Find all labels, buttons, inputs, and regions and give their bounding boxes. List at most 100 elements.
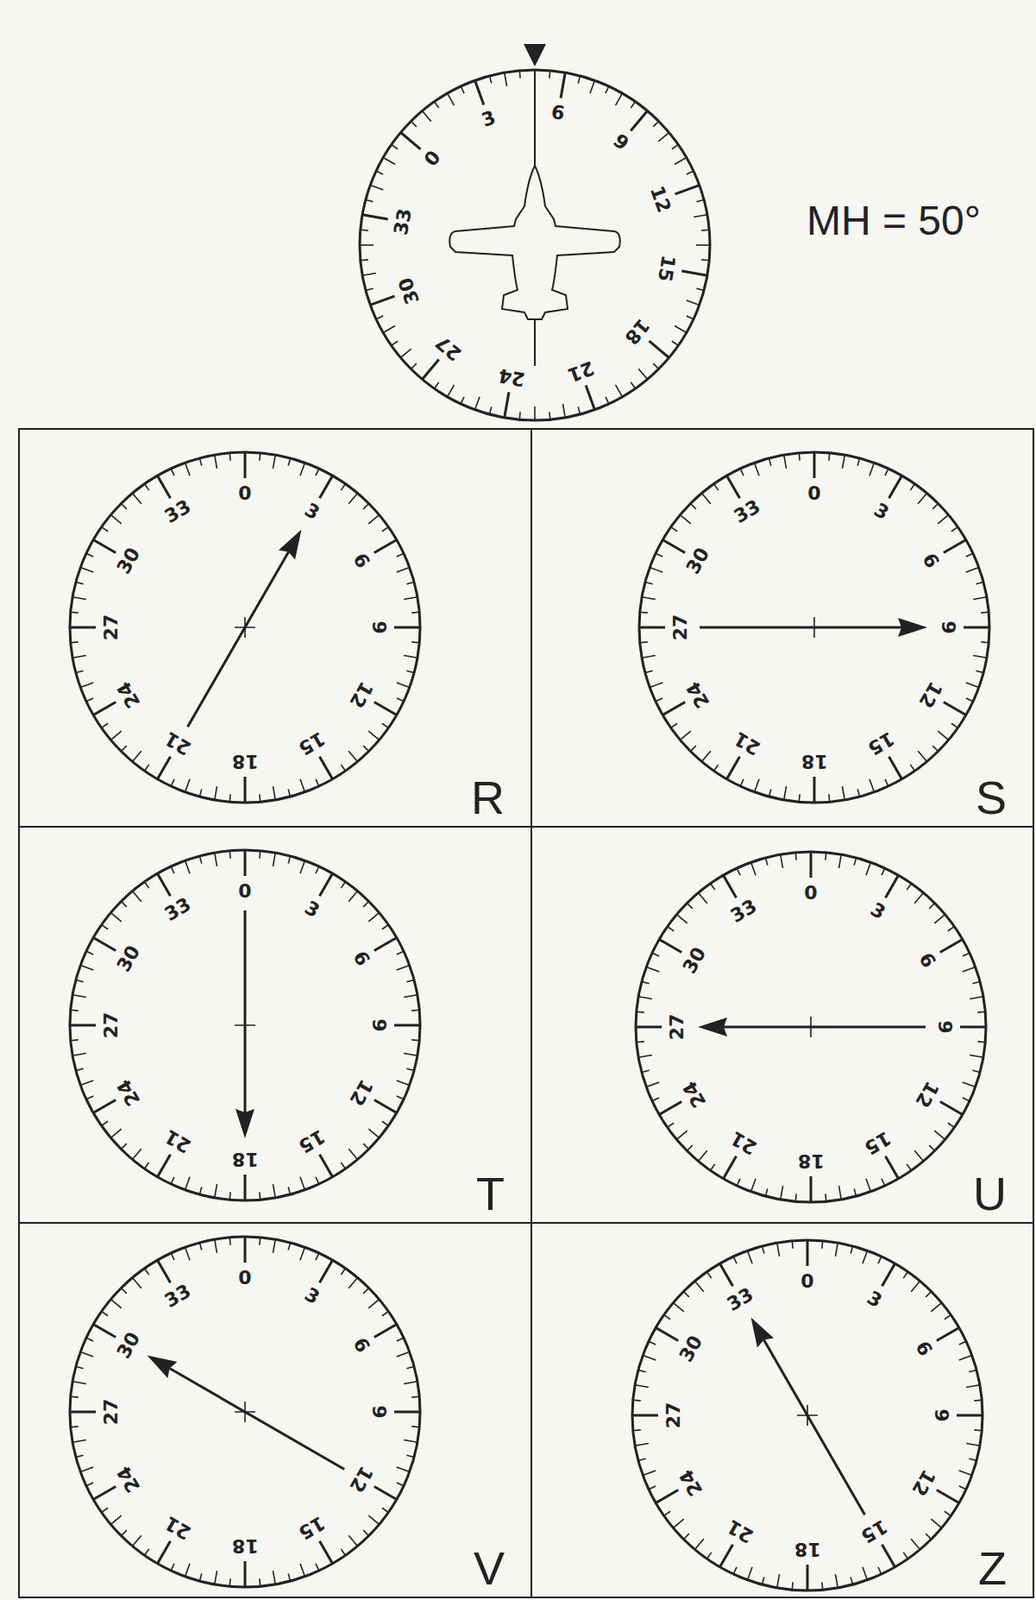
dial-tick	[696, 244, 710, 246]
dial-tick	[936, 1327, 960, 1341]
dial-tick	[676, 914, 687, 923]
center-cross	[803, 616, 825, 638]
compass-number: 27	[101, 1398, 121, 1426]
dial-tick	[132, 750, 142, 761]
dial-tick	[144, 764, 150, 771]
dial-tick	[394, 1410, 421, 1413]
dial-tick	[959, 1485, 967, 1489]
compass-number: 12	[911, 1077, 942, 1111]
dial-tick	[686, 315, 694, 320]
dial-tick	[930, 1302, 942, 1312]
compass-number: 30	[680, 943, 710, 977]
dial-tick	[400, 132, 421, 150]
dial-tick	[504, 391, 509, 418]
dial-tick	[86, 697, 94, 702]
dial-tick	[683, 1290, 689, 1296]
compass-number: 3	[866, 898, 888, 923]
compass-dial	[69, 849, 421, 1200]
dial-tick	[936, 1489, 960, 1503]
dial-tick	[977, 1040, 986, 1043]
dial-tick	[348, 492, 358, 503]
dial-tick	[170, 1176, 175, 1184]
dial-tick	[733, 1255, 737, 1263]
dial-tick	[885, 1155, 899, 1179]
dial-tick	[132, 1148, 142, 1159]
dial-tick	[702, 750, 711, 761]
dial-tick	[934, 1130, 945, 1139]
dial-tick	[975, 670, 984, 672]
compass-number: 18	[621, 314, 653, 348]
dial-tick	[702, 492, 711, 503]
dial-tick	[396, 1095, 404, 1099]
dial-tick	[70, 1009, 79, 1011]
dial-tick	[784, 454, 787, 469]
dial-tick	[80, 682, 94, 687]
dial-tick	[288, 855, 290, 864]
dial-tick	[101, 527, 108, 532]
needle-arrowhead	[147, 1355, 178, 1379]
dial-tick	[199, 458, 201, 466]
dial-tick	[696, 288, 704, 290]
dial-tick	[396, 567, 410, 572]
dial-tick	[229, 793, 232, 802]
dial-tick	[736, 867, 741, 875]
dial-tick	[835, 1573, 838, 1588]
dial-tick	[86, 1481, 94, 1486]
dial-tick	[132, 1534, 142, 1545]
dial-tick	[940, 939, 963, 953]
dial-rim	[359, 69, 710, 421]
dial-tick	[930, 1518, 942, 1527]
dial-tick	[382, 1506, 389, 1512]
compass-number: 27	[101, 1011, 121, 1039]
dial-tick	[320, 872, 333, 896]
dial-tick	[144, 1161, 150, 1168]
dial-tick	[93, 1324, 116, 1338]
dial-tick	[489, 406, 491, 415]
dial-tick	[675, 185, 700, 195]
dial-tick	[963, 626, 990, 629]
dial-tick	[791, 1240, 794, 1249]
dial-tick	[348, 750, 358, 761]
compass-number: 12	[908, 1465, 938, 1499]
dial-tick	[869, 462, 874, 476]
dial-tick	[674, 157, 687, 165]
compass-number: 15	[654, 253, 679, 283]
compass-number: 27	[671, 614, 691, 641]
dial-tick	[258, 850, 261, 859]
dial-tick	[642, 1355, 656, 1360]
dial-tick	[411, 1038, 420, 1041]
compass-number: 18	[232, 751, 259, 771]
dial-tick	[75, 1365, 84, 1368]
dial-tick	[382, 924, 389, 930]
dial-tick	[229, 452, 232, 461]
dial-tick	[315, 778, 320, 786]
compass-number: 6	[918, 549, 942, 571]
dial-tick	[340, 1548, 346, 1555]
dial-panel: R	[18, 427, 533, 828]
compass-number: 18	[232, 1149, 259, 1168]
dial-tick	[641, 1069, 650, 1072]
dial-tick	[686, 1144, 692, 1150]
dial-tick	[368, 1128, 379, 1137]
dial-tick	[214, 1183, 218, 1198]
dial-tick	[70, 1038, 79, 1041]
dial-panel: U	[530, 825, 1035, 1224]
dial-tick	[681, 270, 708, 276]
dial-tick	[943, 539, 967, 553]
dial-tick	[969, 1054, 984, 1057]
compass-number: 21	[162, 728, 195, 758]
dial-tick	[199, 855, 201, 864]
dial-tick	[740, 468, 744, 476]
dial-tick	[733, 1566, 737, 1574]
dial-tick	[86, 1337, 94, 1341]
dial-tick	[652, 1097, 660, 1101]
dial-tick	[885, 778, 889, 786]
dial-tick	[962, 1081, 976, 1087]
dial-tick	[110, 1514, 121, 1524]
compass-number: 24	[114, 678, 145, 711]
dial-tick	[72, 1052, 87, 1055]
dial-tick	[411, 1395, 420, 1398]
dial-tick	[932, 745, 938, 751]
dial-tick	[391, 144, 398, 150]
dial-tick	[376, 170, 384, 175]
